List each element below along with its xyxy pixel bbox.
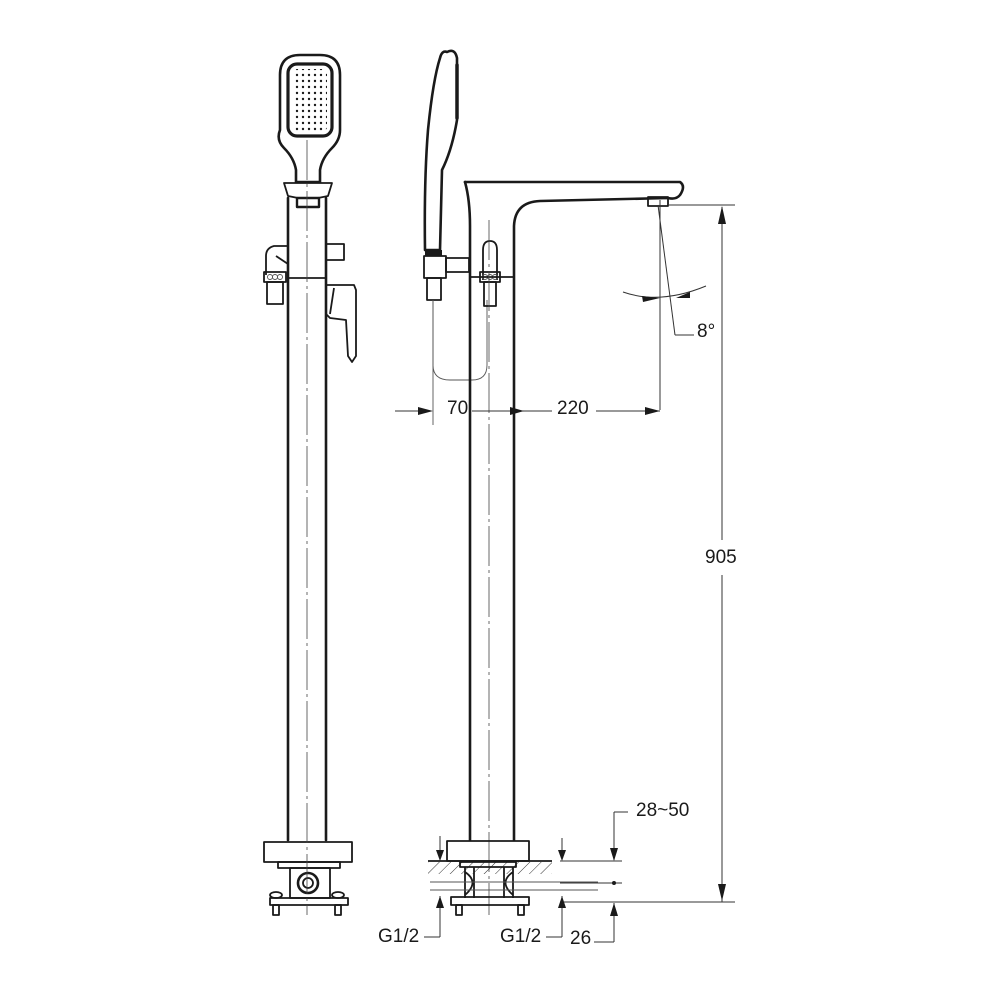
dim-label-inlet-left: G1/2 bbox=[378, 926, 420, 947]
dim-label-hand-shower-offset: 70 bbox=[447, 398, 469, 419]
dim-label-spout-reach: 220 bbox=[557, 398, 589, 419]
dim-label-total-height: 905 bbox=[705, 547, 737, 569]
hose-ring bbox=[425, 250, 442, 256]
hand-shower-side bbox=[423, 49, 459, 252]
hand-shower-head-front bbox=[277, 53, 342, 184]
hose-connector-front bbox=[263, 245, 289, 305]
dim-label-base-height: 26 bbox=[570, 928, 592, 949]
side-view bbox=[423, 49, 685, 916]
holder-block-side bbox=[423, 255, 447, 279]
dim-label-inlet-right: G1/2 bbox=[500, 926, 542, 947]
column-side bbox=[463, 180, 685, 842]
diverter-knob-front bbox=[325, 243, 345, 261]
hose-loop bbox=[432, 300, 488, 381]
dimension-lines bbox=[395, 200, 735, 943]
base-side bbox=[428, 840, 598, 916]
shower-holder-front bbox=[283, 182, 333, 209]
front-view bbox=[263, 53, 357, 916]
base-front bbox=[263, 841, 353, 916]
dim-label-floor-thickness: 28~50 bbox=[636, 800, 690, 821]
lever-handle-side bbox=[470, 240, 514, 307]
lever-handle-front bbox=[325, 284, 357, 363]
dim-label-spout-angle: 8° bbox=[697, 321, 716, 342]
